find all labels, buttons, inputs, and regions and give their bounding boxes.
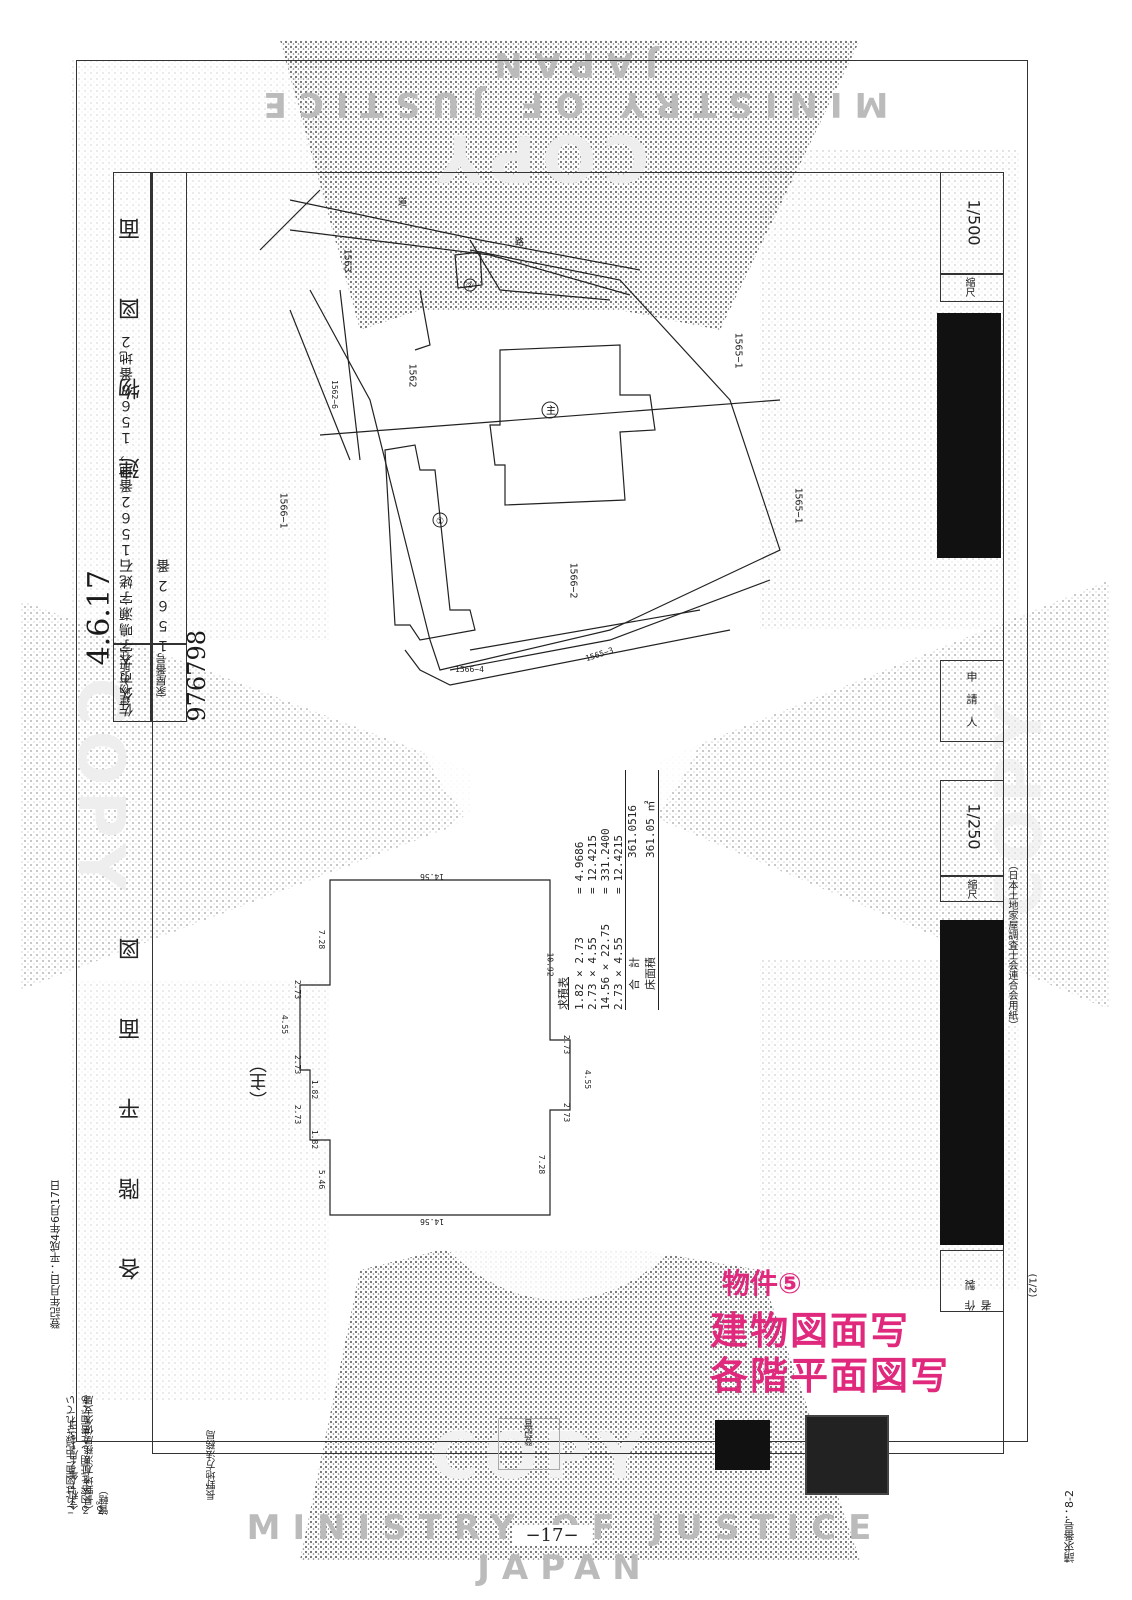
overlay-floor-plan-copy: 各階平面図写 <box>710 1354 951 1398</box>
floor-scale-label: 縮尺 <box>965 879 976 899</box>
parcel-1565-1a: 1565−1 <box>732 332 744 369</box>
floor-scale-value: 1/250 <box>964 803 984 850</box>
building-scale-label: 縮尺 <box>963 277 974 297</box>
overlay-building-plan-copy: 建物図面写 <box>710 1309 911 1353</box>
request-number: 請求番号：8-2 <box>1063 1490 1076 1563</box>
applicant-label: 申 請 人 <box>965 671 978 731</box>
watermark-bottom: MINISTRY OF JUSTICE JAPAN <box>246 1508 884 1588</box>
redaction-2 <box>940 920 1004 1245</box>
seal-stamp <box>805 1415 889 1495</box>
building-scale-box: 縮尺 1/500 <box>940 172 1004 302</box>
maker-box: 作 製 者 <box>940 1250 1004 1312</box>
floor-scale-box: 縮尺 1/250 <box>940 780 1004 902</box>
svg-text:主: 主 <box>546 405 556 417</box>
handwritten-date: 4.6.17 <box>82 570 117 666</box>
parcel-1566-1: 1566−1 <box>277 492 289 529</box>
svg-text:①: ① <box>436 517 444 527</box>
overlay-item-number: 物件⑤ <box>722 1267 802 1300</box>
area-row: 2.73 × 4.55=12.4215 <box>612 770 626 1010</box>
parcel-1565-1b: 1565−1 <box>792 487 804 524</box>
parcel-1562: 1562 <box>406 363 418 388</box>
parcel-1566-4: 1566−4 <box>455 665 484 674</box>
road-label-1: 道 <box>398 198 408 208</box>
form-note: （日本土地家屋調査士会連合会用紙） <box>1006 860 1017 1030</box>
outer-frame <box>76 60 1028 1442</box>
dim-right-notch1: 2.73 <box>562 1034 572 1055</box>
area-table: 求積表 1.82 × 2.73=4.9686 2.73 × 4.55=12.42… <box>555 770 665 1010</box>
dim-left-7: 5.46 <box>317 1169 327 1190</box>
area-table-title: 求積表 <box>557 977 570 1010</box>
page-fraction: (1/2) <box>1026 1273 1038 1298</box>
road-label-2: 路 <box>515 238 525 248</box>
dim-left-1: 2.73 <box>293 979 303 1000</box>
dim-bottom: 14.56 <box>420 1217 445 1226</box>
area-row: 1.82 × 2.73=4.9686 <box>573 841 586 1010</box>
area-row: 2.73 × 4.55=12.4215 <box>586 835 599 1010</box>
dim-right-notch2: 4.55 <box>583 1069 593 1090</box>
area-row: 14.56 × 22.75=331.2400 <box>599 828 612 1010</box>
parcel-1563: 1563 <box>341 248 353 273</box>
dim-right-top: 10.92 <box>545 952 555 977</box>
registration-date: 登記年月日：平成4年6月17日 <box>49 1180 62 1329</box>
maker-label: 作 製 者 <box>964 1276 993 1312</box>
dim-left-2: 4.55 <box>280 1014 290 1035</box>
dim-left-4: 1.82 <box>310 1079 320 1100</box>
header-table: 家屋番号 建物の所在 １５６２番 佐久市大字鳴瀬字姥石１５６２番地，１５６６番地… <box>113 172 187 722</box>
applicant-box: 申 請 人 <box>940 660 1004 742</box>
site-plan-drawing: 主 ① ② <box>259 189 781 686</box>
page-number: −17− <box>512 1525 592 1546</box>
certification-line-2: （長野地方法務局佐久支局管轄） <box>85 1395 111 1515</box>
dim-left-3: 2.73 <box>293 1054 303 1075</box>
registrar-seal: 登記官 <box>498 1418 560 1470</box>
dim-right-notch3: 2.73 <box>562 1102 572 1123</box>
dim-top: 14.56 <box>420 872 445 881</box>
floor-plan-title: 各 階 平 面 図 <box>119 920 144 1280</box>
certification-block: これは図面に記録されている内容を証明した書面である。 （長野地方法務局佐久支局管… <box>65 1395 218 1515</box>
redaction-1 <box>937 313 1001 558</box>
dim-left-5: 2.73 <box>293 1104 303 1125</box>
parcel-1562-6: 1562−6 <box>329 380 339 409</box>
svg-text:②: ② <box>466 281 473 290</box>
building-scale-value: 1/500 <box>964 199 984 246</box>
main-building-label: （主） <box>249 1055 270 1109</box>
dim-right-bottom: 7.28 <box>537 1154 547 1175</box>
dim-left-top: 7.28 <box>317 929 327 950</box>
dim-left-6: 1.82 <box>310 1129 320 1150</box>
copy-watermark-bottom: COPY <box>430 1420 650 1494</box>
floor-plan-drawing <box>299 879 571 1216</box>
parcel-1566-2: 1566−2 <box>567 562 579 599</box>
building-plan-title: 建 物 図 面 <box>119 200 144 480</box>
certification-line-3: 令和７年２月１３日 <box>70 1420 81 1510</box>
certification-line-4: 長野地方法務局 <box>207 1430 218 1500</box>
redaction-3 <box>715 1420 770 1470</box>
row1-label: 家屋番号 <box>155 653 168 697</box>
